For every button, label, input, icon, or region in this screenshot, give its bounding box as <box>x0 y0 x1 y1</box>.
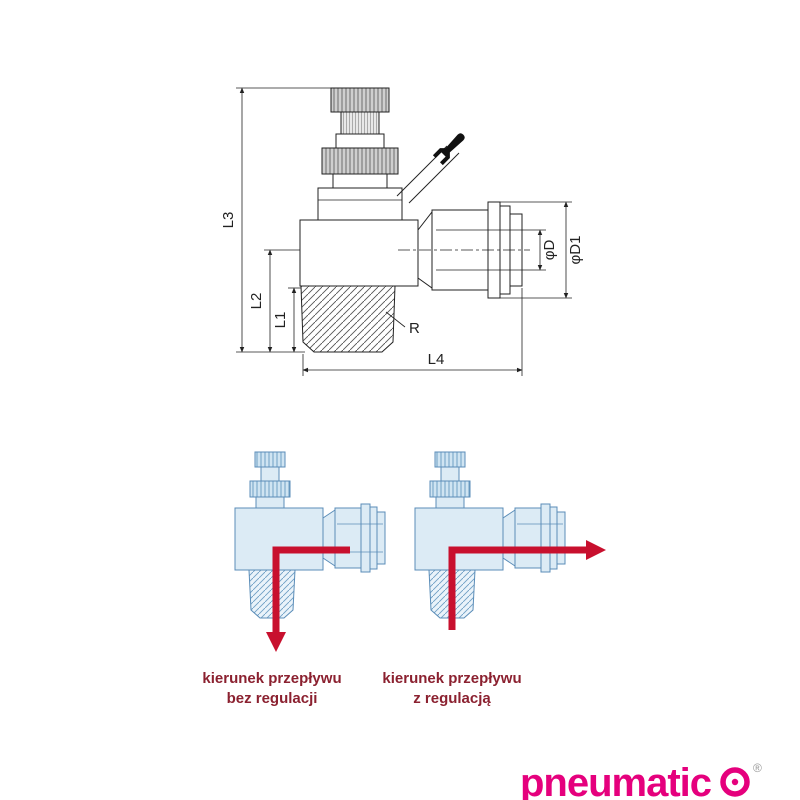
flow-diagram-right: kierunek przepływu z regulacją <box>382 451 606 707</box>
flow-diagram-left: kierunek przepływu bez regulacji <box>202 451 386 707</box>
flow-arrow-down <box>272 546 350 634</box>
logo-target-o-icon <box>720 767 750 797</box>
valve-locknut <box>321 147 399 189</box>
dim-label-l1: L1 <box>272 312 289 329</box>
caption-left-line1: kierunek przepływu <box>202 670 341 687</box>
dimension-dia-d: φD <box>518 229 558 271</box>
wrench-annotation <box>396 133 465 204</box>
flow-arrow-right <box>448 546 588 630</box>
logo-wordmark: pneumatic <box>520 761 712 800</box>
dimension-l1: L1 <box>272 287 301 353</box>
dim-label-l2: L2 <box>248 293 265 310</box>
dim-label-dia-d1: φD1 <box>567 236 584 265</box>
dim-label-r: R <box>409 320 420 337</box>
wrench-icon <box>432 133 465 166</box>
caption-left-line2: bez regulacji <box>227 690 318 707</box>
caption-right-line1: kierunek przepływu <box>382 670 521 687</box>
dimension-l4: L4 <box>302 288 523 376</box>
dim-label-l4: L4 <box>428 351 445 368</box>
dim-label-dia-d: φD <box>541 240 558 261</box>
valve-adjustment-knob <box>330 87 390 149</box>
registered-mark: ® <box>753 761 762 775</box>
push-in-fitting <box>398 201 530 299</box>
dimension-l2: L2 <box>248 249 300 353</box>
threaded-stud <box>300 285 396 353</box>
pneumatic-logo: pneumatic ® <box>520 761 762 800</box>
dimension-dia-d1: φD1 <box>500 201 584 299</box>
radius-callout: R <box>385 311 420 337</box>
flow-arrowhead-right <box>586 540 606 560</box>
logo-target-dot <box>731 778 739 786</box>
caption-right-line2: z regulacją <box>413 690 491 707</box>
valve-body <box>299 187 419 287</box>
flow-arrowhead-down <box>266 632 286 652</box>
dim-label-l3: L3 <box>220 212 237 229</box>
main-technical-drawing: L3 L2 L1 L4 φD φD1 <box>220 87 584 376</box>
